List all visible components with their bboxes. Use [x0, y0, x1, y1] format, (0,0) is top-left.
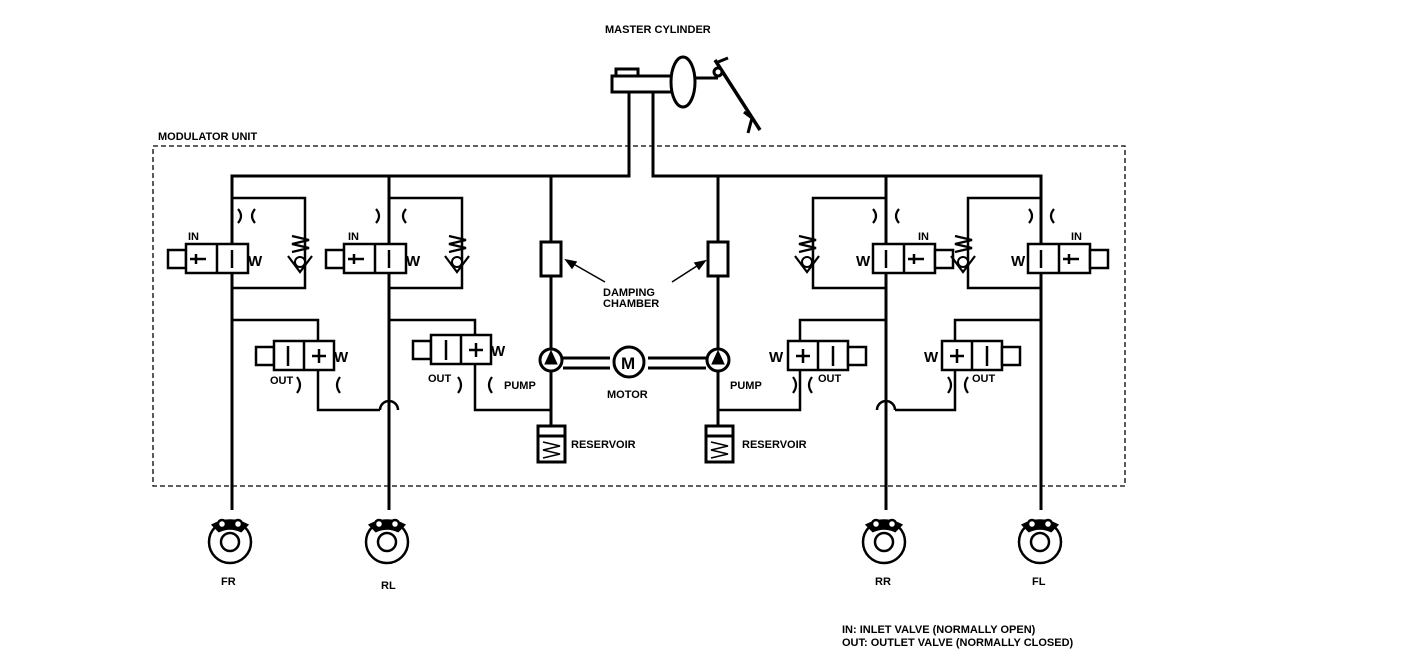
spring-symbol: W — [856, 253, 871, 270]
spring-symbol: W — [248, 253, 263, 270]
motor-symbol-letter: M — [621, 354, 635, 373]
pump-symbols — [538, 347, 731, 373]
inlet-valve-fr — [166, 242, 250, 275]
orifice-arcs — [237, 208, 1055, 394]
out-label-fl: OUT — [972, 373, 996, 385]
out-label-fr: OUT — [270, 375, 294, 387]
master-cylinder — [610, 55, 762, 134]
outlet-valve-rr — [786, 339, 868, 372]
reservoir-springs — [542, 441, 729, 459]
check-valve-balls — [294, 256, 969, 268]
damping-arrows — [564, 258, 707, 283]
damping-chamber-label-2: CHAMBER — [603, 298, 659, 310]
spring-symbol: W — [924, 349, 939, 366]
wheel-label-rl: RL — [381, 580, 396, 592]
damping-chamber-label-1: DAMPING — [603, 287, 655, 299]
in-label-rl: IN — [348, 231, 359, 243]
pump-label-right: PUMP — [730, 380, 762, 392]
wheel-label-fl: FL — [1032, 576, 1046, 588]
out-label-rr: OUT — [818, 373, 842, 385]
legend-inlet: IN: INLET VALVE (NORMALLY OPEN) — [842, 624, 1036, 636]
outlet-valve-fl — [940, 339, 1022, 372]
motor-symbol — [612, 345, 646, 379]
outlet-valve-rl — [411, 333, 493, 366]
spring-symbol: W — [1011, 253, 1026, 270]
wheel-brake-rr — [861, 518, 907, 565]
in-label-fr: IN — [188, 231, 199, 243]
legend-outlet: OUT: OUTLET VALVE (NORMALLY CLOSED) — [842, 637, 1074, 649]
valve-legend: IN: INLET VALVE (NORMALLY OPEN) OUT: OUT… — [842, 624, 1073, 650]
wheel-brake-rl — [364, 518, 410, 565]
out-label-rl: OUT — [428, 373, 452, 385]
in-label-fl: IN — [1071, 231, 1082, 243]
reservoir-label-left: RESERVOIR — [571, 439, 636, 451]
wheel-brake-fl — [1017, 518, 1063, 565]
reservoir-label-right: RESERVOIR — [742, 439, 807, 451]
wheel-label-fr: FR — [221, 576, 236, 588]
check-valve-springs — [287, 234, 976, 274]
spring-symbol: W — [491, 343, 506, 360]
inlet-valve-rr — [871, 242, 955, 275]
spring-symbol: W — [406, 253, 421, 270]
spring-symbol: W — [769, 349, 784, 366]
modulator-unit-label: MODULATOR UNIT — [158, 131, 257, 143]
pump-label-left: PUMP — [504, 380, 536, 392]
wheel-brake-fr — [207, 518, 253, 565]
inlet-valve-fl — [1026, 242, 1110, 275]
master-cylinder-label: MASTER CYLINDER — [605, 24, 711, 36]
inlet-valve-rl — [324, 242, 408, 275]
motor-label: MOTOR — [607, 389, 648, 401]
in-label-rr: IN — [918, 231, 929, 243]
outlet-valve-fr — [254, 339, 336, 372]
spring-symbol: W — [334, 349, 349, 366]
wheel-label-rr: RR — [875, 576, 891, 588]
